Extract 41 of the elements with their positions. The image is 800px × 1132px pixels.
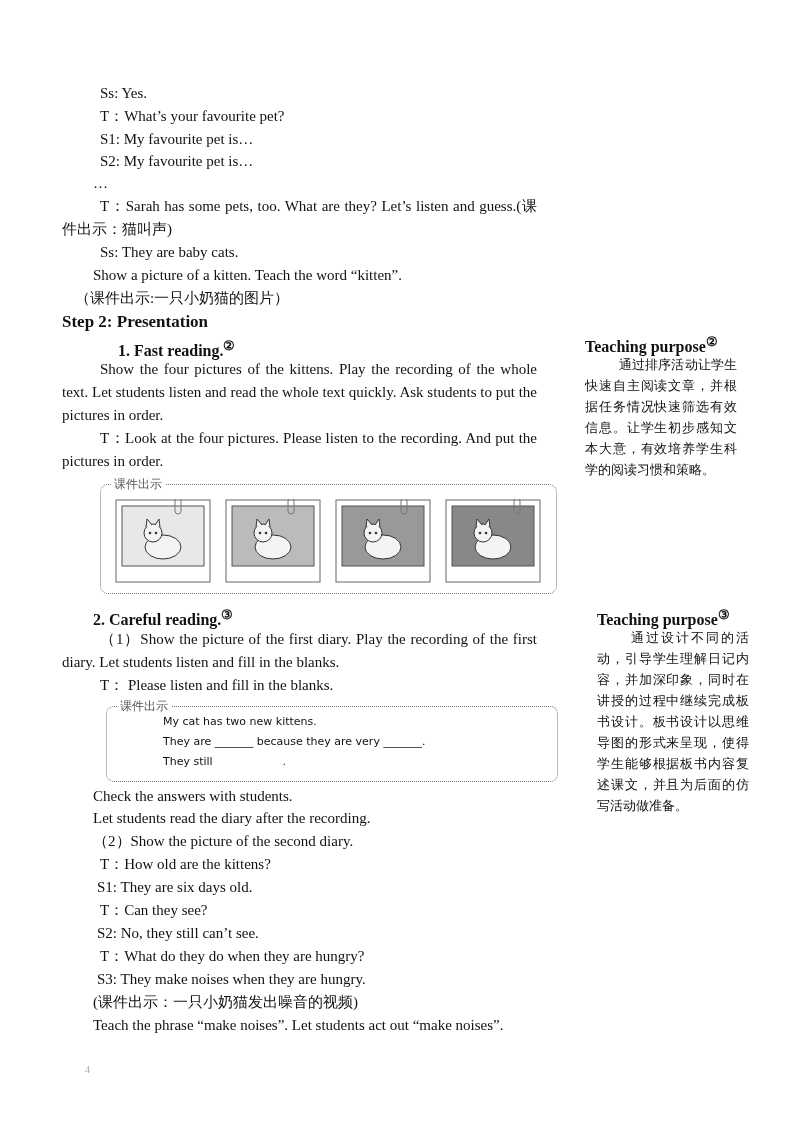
dialogue-line: S2: My favourite pet is… (100, 152, 255, 171)
note-text: （课件出示:一只小奶猫的图片） (75, 289, 291, 308)
instruction-text: Let students read the diary after the recording. (93, 809, 372, 828)
subheading: 2. Careful reading.$^{③}$ (93, 606, 235, 631)
dialogue-line: T：Can they see? (100, 901, 209, 920)
ellipsis-text: … (93, 174, 109, 193)
dialogue-line: T：Sarah has some pets, too. What are they? Let’s listen and guess.(课件出示：猫叫声) (62, 197, 537, 239)
kitten-picture (115, 499, 211, 583)
slide-sentence: My cat has two new kittens. (163, 715, 317, 728)
dialogue-line: S3: They make noises when they are hungry. (97, 970, 367, 989)
sidebar-heading: Teaching purpose$^{②}$ (585, 333, 719, 358)
slide-sentence: They still . (163, 755, 287, 768)
instruction-text: Show a picture of a kitten. Teach the word “kitten”. (93, 266, 403, 285)
dialogue-line: S1: They are six days old. (97, 878, 254, 897)
kitten-picture (445, 499, 541, 583)
slide-sentence: They are _______ because they are very _______. (163, 735, 426, 748)
instruction-text: Show the four pictures of the kittens. Play the recording of the whole text. Let students listen and read the whole text quickly. Ask students to put the pictures in order. (62, 360, 537, 425)
panel-title: 课件出示 (111, 476, 165, 493)
section-heading: Step 2: Presentation (62, 311, 210, 333)
instruction-text: Check the answers with students. (93, 787, 294, 806)
instruction-text: Teach the phrase “make noises”. Let students act out “make noises”. (93, 1016, 505, 1035)
page-number: 4 (85, 1063, 91, 1077)
dialogue-line: T：How old are the kittens? (100, 855, 272, 874)
sidebar-heading: Teaching purpose$^{③}$ (597, 606, 731, 631)
sidebar-text: 通过排序活动让学生快速自主阅读文章，并根据任务情况快速筛选有效信息。让学生初步感知文本大意，有效培养学生科学的阅读习惯和策略。 (585, 356, 737, 479)
kitten-picture (225, 499, 321, 583)
dialogue-line: T：What’s your favourite pet? (100, 107, 286, 126)
panel-title: 课件出示 (117, 698, 171, 715)
dialogue-line: Ss: Yes. (100, 84, 149, 103)
note-text: (课件出示：一只小奶猫发出噪音的视频) (93, 993, 359, 1012)
sidebar-text: 通过设计不同的活动，引导学生理解日记内容，并加深印象，同时在讲授的过程中继续完成板书设计。板书设计以思维导图的形式来呈现，使得学生能够根据板书内容复述课文，并且为后面的仿写活动做准备。 (597, 629, 749, 815)
instruction-text: （2）Show the picture of the second diary. (93, 832, 355, 851)
dialogue-line: T：Look at the four pictures. Please listen to the recording. And put the pictures in order. (62, 429, 537, 471)
dialogue-line: T： Please listen and fill in the blanks. (100, 676, 335, 695)
instruction-text: （1）Show the picture of the first diary. Play the recording of the first diary. Let students listen and fill in the blanks. (62, 630, 537, 672)
dialogue-line: S2: No, they still can’t see. (97, 924, 260, 943)
dialogue-line: S1: My favourite pet is… (100, 130, 255, 149)
kitten-picture (335, 499, 431, 583)
dialogue-line: Ss: They are baby cats. (100, 243, 240, 262)
dialogue-line: T：What do they do when they are hungry? (100, 947, 366, 966)
subheading: 1. Fast reading.$^{②}$ (118, 337, 237, 362)
